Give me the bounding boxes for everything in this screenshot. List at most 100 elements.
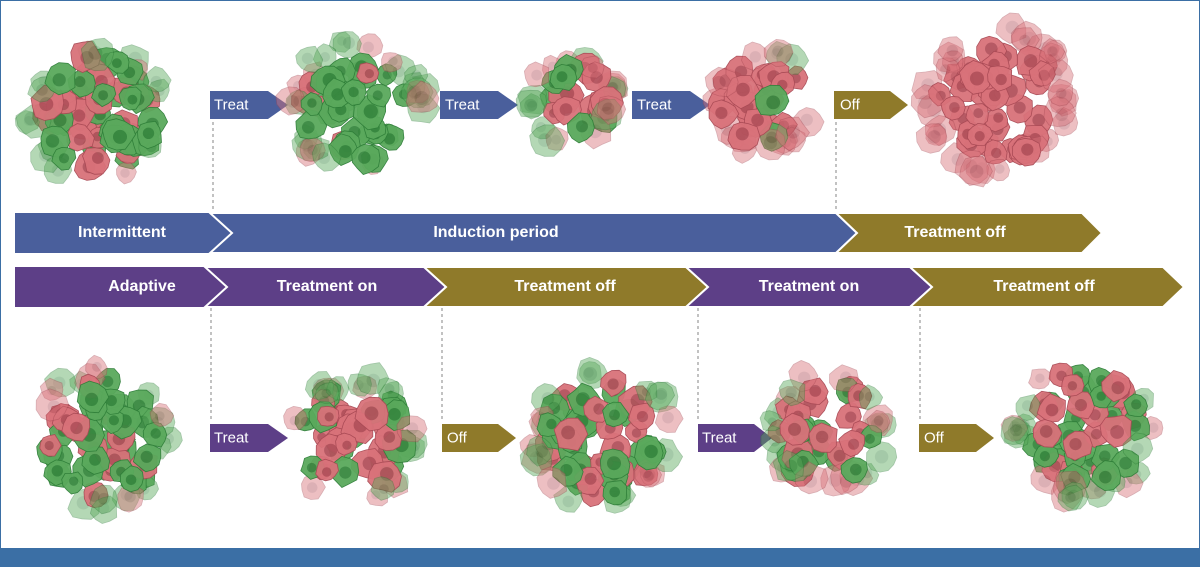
tumor-cell [1000,416,1029,445]
tumor-cell [774,116,810,152]
tumor-illustrations [14,12,1164,524]
tumor-cell [583,395,610,423]
tumor-cell [866,441,898,473]
tumor-cell [1061,481,1089,510]
tumor-cell [82,147,111,175]
tumor-cell [935,57,961,83]
top-step-arrow [440,91,518,119]
bottom-step-arrow [442,424,516,452]
tumor-cell [295,45,324,74]
tumor-cell [366,83,392,108]
tumor-cell [283,405,309,431]
tumor-cell [391,83,418,107]
tumor-cell [83,481,109,509]
tumor-cell [80,37,115,72]
tumor-cell [304,371,335,401]
connector-lines [210,122,921,420]
tumor-cell [370,476,395,501]
tumor-cell [1003,424,1029,449]
tumor-cell [1043,96,1077,127]
tumor-cell [553,417,589,452]
tumor-cell [311,142,342,172]
tumor-cell [924,114,957,147]
tumor-cell [925,123,947,146]
tumor-cell [515,89,548,118]
tumor-cell [352,376,378,399]
tumor-cell [779,412,811,446]
tumor-cluster [515,47,629,157]
tumor-cell [579,361,602,385]
tumor-cell [967,122,994,146]
tumor-cell [602,401,630,428]
tumor-cell [406,80,430,104]
tumor-cell [1038,59,1074,93]
tumor-cluster [519,356,684,514]
tumor-cluster [283,362,428,507]
tumor-cell [517,84,548,115]
tumor-cell [590,98,623,131]
tumor-cell [367,460,402,493]
tumor-cell [1038,38,1066,65]
tumor-cell [644,381,676,411]
tumor-cluster [14,37,172,185]
tumor-cell [602,480,627,506]
tumor-cell [66,123,95,152]
tumor-cell [984,108,1009,133]
tumor-cell [566,112,595,144]
tumor-cell [328,31,351,53]
tumor-cell [526,435,554,467]
tumor-cell [1028,60,1056,87]
tumor-cell [958,60,991,95]
tumor-cell [1122,432,1154,465]
tumor-cell [531,383,563,415]
tumor-cell [381,52,403,73]
tumor-cell [1066,391,1096,420]
tumor-cell [858,384,884,411]
adaptive-segment-band [907,266,1186,308]
tumor-cell [778,379,806,407]
tumor-cell [295,138,321,167]
tumor-cell [356,362,390,395]
tumor-cell [1000,414,1029,442]
footer-bar [0,548,1200,567]
bottom-step-arrow [698,424,772,452]
tumor-cell [933,41,966,74]
tumor-cluster [910,12,1080,188]
tumor-cell [35,388,70,422]
tumor-cell [400,77,434,109]
tumor-cell [986,159,1011,182]
tumor-cell [149,402,175,428]
tumor-cell [799,377,829,406]
tumor-cell [1043,39,1068,63]
tumor-cell [118,86,142,111]
tumor-cell [85,354,108,380]
adaptive-band-start [15,267,227,307]
tumor-cell [536,466,568,499]
tumor-cell [61,412,91,442]
tumor-cluster [702,38,825,164]
tumor-cell [100,407,124,435]
tumor-cell [1057,484,1084,512]
tumor-cell [788,360,819,393]
tumor-cell [300,92,323,117]
tumor-cluster [759,360,898,497]
tumor-cell [915,123,948,154]
tumor-cell [941,50,964,72]
tumor-cell [61,471,84,495]
tumor-cell [137,120,162,150]
tumor-cell [14,110,40,135]
tumor-cell [552,455,584,488]
tumor-cell [549,63,578,91]
tumor-cell [599,448,631,480]
tumor-cell [384,54,417,86]
tumor-cell [396,415,428,443]
tumor-cell [634,435,664,471]
tumor-cell [89,495,118,524]
tumor-cell [596,95,627,125]
tumor-cell [704,66,739,98]
top-step-arrow [834,91,908,119]
tumor-cell [754,84,790,116]
tumor-cell [589,86,624,121]
tumor-cell [404,63,429,90]
